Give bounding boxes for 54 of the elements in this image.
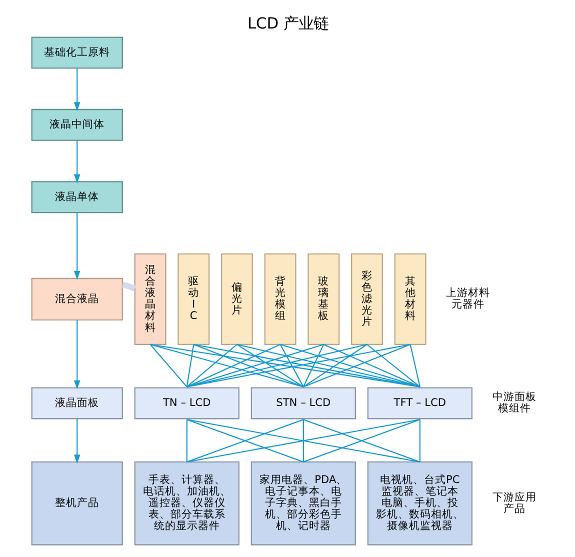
node-box: 偏光片 <box>220 253 252 346</box>
label: 下游应用产品 <box>492 491 536 515</box>
connector <box>121 282 136 292</box>
connector <box>322 344 420 388</box>
node-box: 液晶中间体 <box>30 108 122 141</box>
connector <box>302 344 324 388</box>
connector <box>150 344 420 388</box>
connector <box>302 419 420 462</box>
connector <box>366 344 420 388</box>
node-box: TN – LCD <box>134 387 239 420</box>
arrow <box>73 68 80 112</box>
node-box: 混合液晶 <box>30 278 122 320</box>
label: 上游材料元器件 <box>446 287 490 311</box>
arrow <box>73 140 80 184</box>
node-box: 手表、计算器、电话机、加油机、遥控器、仪器仪表、部分车载系统的显示器件 <box>134 461 239 546</box>
connector <box>186 419 304 462</box>
connector <box>409 344 420 387</box>
node-box: 家用电器、PDA、电子记事本、电子字典、黑白手机、部分彩色手机、记时器 <box>250 461 356 546</box>
connector <box>186 344 280 388</box>
connector <box>302 344 410 388</box>
arrow <box>73 320 80 390</box>
node-box: 驱动IC <box>177 253 210 346</box>
node-box: 基础化工原料 <box>30 36 122 69</box>
arrow <box>73 418 80 464</box>
arrow <box>73 212 80 280</box>
connector <box>192 344 304 388</box>
node-box: 其他材料 <box>394 253 426 346</box>
node-box: 混合液晶材料 <box>134 253 166 346</box>
connector <box>186 344 324 388</box>
diagram-title: LCD 产业链 <box>246 14 328 32</box>
connector <box>236 344 304 388</box>
connector <box>186 344 367 388</box>
connector <box>186 420 187 462</box>
node-box: 整机产品 <box>30 461 122 546</box>
node-box: STN – LCD <box>250 387 356 420</box>
connector <box>186 419 420 463</box>
node-box: TFT – LCD <box>366 387 472 420</box>
node-box: 电视机、台式PC监视器、笔记本电脑、手机、投影机、数码相机、摄像机监视器 <box>366 461 472 546</box>
connector <box>302 344 367 388</box>
node-box: 液晶面板 <box>30 387 122 420</box>
node-box: 液晶单体 <box>30 181 122 214</box>
connector <box>418 420 420 462</box>
connector <box>236 344 420 388</box>
connector <box>186 344 194 387</box>
connector <box>302 420 304 462</box>
label: 中游面板模组件 <box>492 391 536 415</box>
connector <box>279 344 304 388</box>
node-box: 玻璃基板 <box>307 253 340 346</box>
connector <box>186 344 237 388</box>
node-box: 背光模组 <box>264 253 296 346</box>
connector <box>280 344 420 388</box>
connector <box>150 344 304 388</box>
connector <box>149 344 187 388</box>
node-box: 彩色滤光片 <box>350 253 382 346</box>
